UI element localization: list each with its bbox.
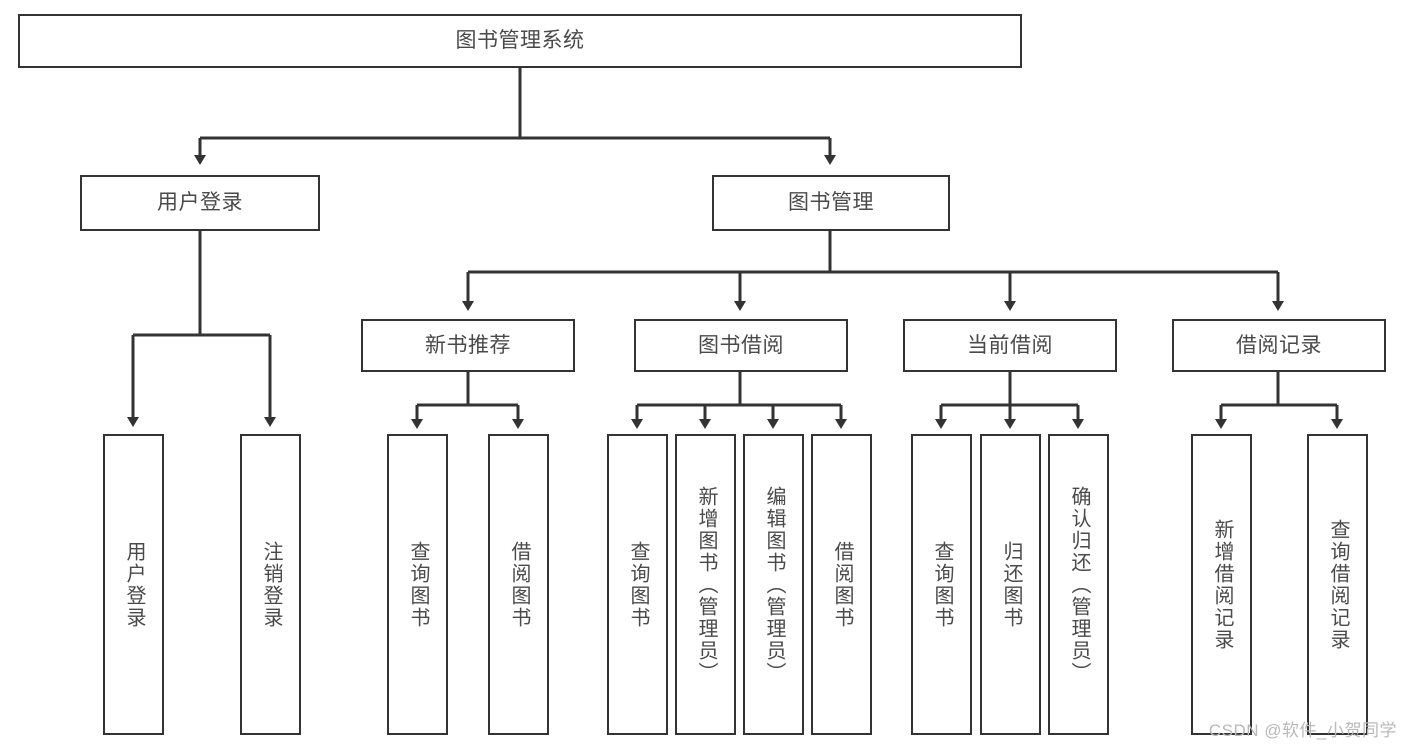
node-label: 借阅图书 <box>831 540 853 629</box>
node-root-book-management-system[interactable]: 图书管理系统 <box>18 14 1022 68</box>
node-label: 当前借阅 <box>967 333 1053 357</box>
node-label: 新增图书（管理员） <box>695 485 717 684</box>
node-label: 新增借阅记录 <box>1211 518 1233 651</box>
node-label: 编辑图书（管理员） <box>763 485 785 684</box>
node-new-book-recommendation[interactable]: 新书推荐 <box>361 319 575 372</box>
leaf-return-books[interactable]: 归还图书 <box>980 434 1041 735</box>
node-label: 借阅记录 <box>1236 333 1322 357</box>
node-label: 用户登录 <box>123 540 145 629</box>
node-label: 查询借阅记录 <box>1327 518 1349 651</box>
node-book-borrowing[interactable]: 图书借阅 <box>634 319 848 372</box>
node-book-management[interactable]: 图书管理 <box>712 175 950 231</box>
leaf-borrow-books[interactable]: 借阅图书 <box>811 434 872 735</box>
leaf-query-books-borrow[interactable]: 查询图书 <box>607 434 668 735</box>
node-label: 新书推荐 <box>425 333 511 357</box>
leaf-edit-book-admin[interactable]: 编辑图书（管理员） <box>743 434 804 735</box>
node-label: 查询图书 <box>407 540 429 629</box>
node-label: 查询图书 <box>627 540 649 629</box>
node-borrowing-records[interactable]: 借阅记录 <box>1172 319 1386 372</box>
leaf-add-book-admin[interactable]: 新增图书（管理员） <box>675 434 736 735</box>
leaf-user-login[interactable]: 用户登录 <box>103 434 164 735</box>
leaf-add-borrow-record[interactable]: 新增借阅记录 <box>1191 434 1252 735</box>
leaf-query-books-recommend[interactable]: 查询图书 <box>387 434 448 735</box>
leaf-logout[interactable]: 注销登录 <box>240 434 301 735</box>
leaf-query-books-current[interactable]: 查询图书 <box>911 434 972 735</box>
node-label: 查询图书 <box>931 540 953 629</box>
node-label: 图书管理系统 <box>455 29 585 53</box>
node-label: 归还图书 <box>1000 540 1022 629</box>
node-label: 图书借阅 <box>698 333 784 357</box>
node-label: 确认归还（管理员） <box>1068 485 1090 684</box>
node-label: 图书管理 <box>788 191 874 215</box>
node-label: 注销登录 <box>260 540 282 629</box>
node-current-borrowing[interactable]: 当前借阅 <box>903 319 1117 372</box>
leaf-confirm-return-admin[interactable]: 确认归还（管理员） <box>1048 434 1109 735</box>
node-label: 用户登录 <box>157 191 243 215</box>
node-user-login[interactable]: 用户登录 <box>80 175 320 231</box>
leaf-query-borrow-record[interactable]: 查询借阅记录 <box>1307 434 1368 735</box>
leaf-borrow-books-recommend[interactable]: 借阅图书 <box>488 434 549 735</box>
node-label: 借阅图书 <box>508 540 530 629</box>
watermark-text: CSDN @软件_小贺同学 <box>1208 721 1397 740</box>
